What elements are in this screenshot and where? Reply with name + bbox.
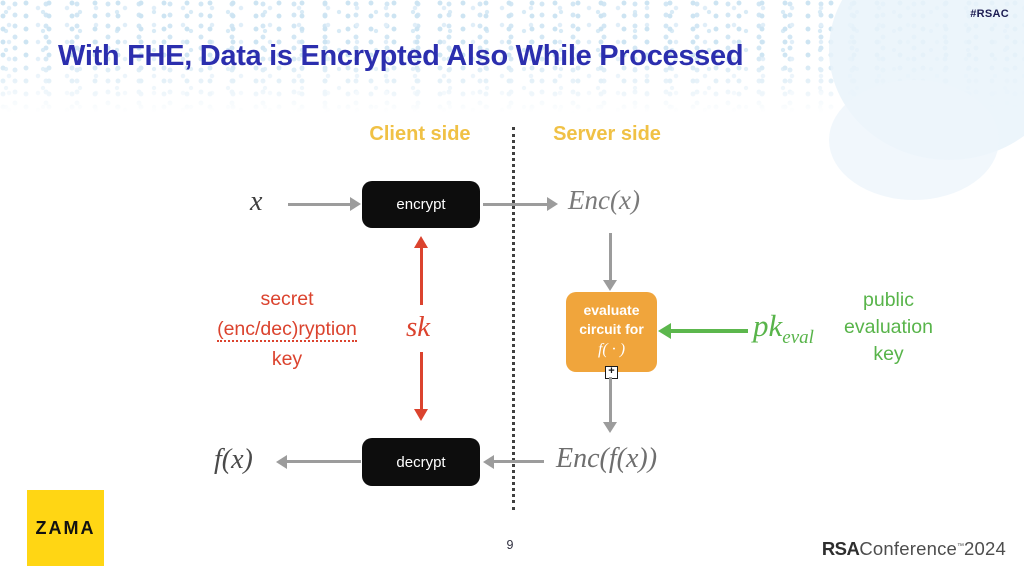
client-server-divider (512, 127, 515, 510)
arrow-encfx-to-decrypt (494, 460, 544, 463)
public-caption-line2: evaluation (844, 316, 933, 338)
arrow-left-icon (658, 323, 671, 339)
secret-caption-line2: (enc/dec)ryption (217, 318, 357, 342)
enc-fx-label: Enc(f(x)) (556, 443, 658, 474)
secret-caption-line3: key (271, 348, 303, 370)
arrow-pkeval-to-evaluate (670, 329, 748, 333)
result-fx-label: f(x) (214, 444, 253, 475)
evaluate-box-function: f( · ) (597, 341, 626, 358)
secret-key-caption: secret (enc/dec)ryption key (192, 284, 382, 374)
arrow-right-icon (350, 197, 361, 211)
page-title: With FHE, Data is Encrypted Also While P… (58, 40, 744, 72)
trademark-symbol: ™ (957, 542, 965, 550)
sk-arrow-upper (420, 247, 423, 305)
public-key-caption: public evaluation key (826, 287, 951, 368)
arrow-x-to-encrypt (288, 203, 350, 206)
arrow-down-icon (414, 409, 428, 421)
arrow-up-icon (414, 236, 428, 248)
public-caption-line3: key (873, 343, 904, 365)
binary-dots-pattern (0, 0, 1024, 200)
arrow-decrypt-to-fx (287, 460, 361, 463)
pk-symbol: pk (753, 308, 783, 343)
sk-label: sk (406, 311, 431, 343)
rsac-hashtag: #RSAC (970, 8, 1009, 20)
conference-wordmark: Conference (859, 538, 958, 559)
header-blob (829, 80, 999, 200)
arrow-left-icon (276, 455, 287, 469)
arrow-down-icon (603, 280, 617, 291)
plaintext-x-label: x (250, 186, 263, 217)
arrow-down-icon (603, 422, 617, 433)
secret-caption-line1: secret (260, 288, 314, 310)
evaluate-box-line1: evaluate (583, 302, 640, 318)
year-text: 2024 (964, 538, 1006, 559)
enc-x-label: Enc(x) (568, 185, 640, 215)
server-side-label: Server side (553, 123, 661, 145)
public-caption-line1: public (863, 289, 914, 311)
arrow-right-icon (547, 197, 558, 211)
rsa-wordmark: RSA (821, 538, 860, 559)
rsa-conference-logo: RSAConference™2024 (822, 538, 1006, 560)
pk-eval-label: pkeval (753, 308, 814, 349)
arrow-encx-to-evaluate (609, 233, 612, 281)
page-number: 9 (506, 538, 514, 552)
arrow-evaluate-to-encfx (609, 377, 612, 423)
sk-arrow-lower (420, 352, 423, 410)
zama-logo: ZAMA (27, 490, 104, 566)
evaluate-box-line2: circuit for (579, 321, 644, 337)
pk-subscript: eval (782, 327, 814, 349)
arrow-left-icon (483, 455, 494, 469)
arrow-encrypt-to-encx (483, 203, 547, 206)
evaluate-circuit-box: evaluate circuit for f( · ) (566, 292, 657, 372)
client-side-label: Client side (369, 123, 471, 145)
decrypt-box: decrypt (362, 438, 480, 486)
encrypt-box: encrypt (362, 181, 480, 228)
